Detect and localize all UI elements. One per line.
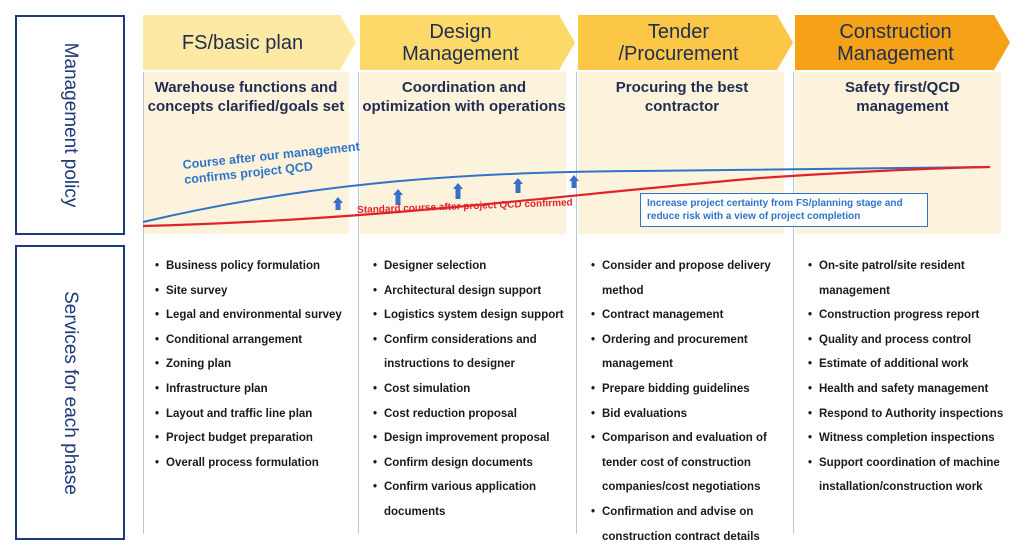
service-item: Cost reduction proposal (373, 402, 573, 427)
service-item: Bid evaluations (591, 402, 781, 427)
phase-title: Construction Management (837, 20, 954, 65)
service-item: Witness completion inspections (808, 426, 1013, 451)
column-divider (793, 72, 794, 534)
phase-fs-basic-plan: FS/basic plan (143, 15, 356, 70)
service-item: Contract management (591, 303, 781, 328)
up-arrow-icon (453, 183, 463, 199)
phase-goal: Coordination and optimization with opera… (362, 79, 566, 115)
blue-course-curve (142, 166, 991, 223)
service-item: Consider and propose delivery method (591, 254, 781, 303)
up-arrow-icon (513, 178, 523, 193)
service-item: Prepare bidding guidelines (591, 377, 781, 402)
service-item: Logistics system design support (373, 303, 573, 328)
service-item: Ordering and procurement management (591, 328, 781, 377)
column-divider (143, 72, 144, 534)
column-divider (358, 72, 359, 534)
phase-goal: Warehouse functions and concepts clarifi… (147, 79, 345, 115)
service-item: Layout and traffic line plan (155, 402, 355, 427)
phase-title: Tender /Procurement (618, 20, 739, 65)
phase-tender-procurement: Tender /Procurement (578, 15, 793, 70)
service-item: Cost simulation (373, 377, 573, 402)
service-item: Support coordination of machine installa… (808, 451, 1013, 500)
service-item: Confirm design documents (373, 451, 573, 476)
services-list-tender: Consider and propose delivery methodCont… (591, 254, 781, 549)
up-arrow-icon (393, 189, 403, 205)
service-item: Site survey (155, 279, 355, 304)
service-item: Legal and environmental survey (155, 303, 355, 328)
service-item: Confirm various application documents (373, 475, 573, 524)
service-item: Construction progress report (808, 303, 1013, 328)
service-item: Estimate of additional work (808, 352, 1013, 377)
services-list-fs: Business policy formulationSite surveyLe… (155, 254, 355, 475)
service-item: Quality and process control (808, 328, 1013, 353)
phase-title: FS/basic plan (181, 31, 304, 54)
goal-background-1 (143, 72, 349, 234)
red-course-curve (142, 165, 991, 228)
management-policy-box: Management policy (15, 15, 125, 235)
service-item: Comparison and evaluation of tender cost… (591, 426, 781, 500)
phase-design-management: Design Management (360, 15, 575, 70)
service-item: Designer selection (373, 254, 573, 279)
service-item: Infrastructure plan (155, 377, 355, 402)
service-item: On-site patrol/site resident management (808, 254, 1013, 303)
phase-goal: Safety first/QCD management (844, 79, 961, 115)
service-item: Architectural design support (373, 279, 573, 304)
service-item: Zoning plan (155, 352, 355, 377)
service-item: Project budget preparation (155, 426, 355, 451)
up-arrow-icon (333, 197, 343, 210)
column-divider (576, 72, 577, 534)
improvement-arrows (333, 175, 579, 210)
phase-construction-management: Construction Management (795, 15, 1010, 70)
service-item: Business policy formulation (155, 254, 355, 279)
up-arrow-icon (569, 175, 579, 188)
services-list-construction: On-site patrol/site resident managementC… (808, 254, 1013, 500)
service-item: Overall process formulation (155, 451, 355, 476)
service-item: Confirm considerations and instructions … (373, 328, 573, 377)
service-item: Health and safety management (808, 377, 1013, 402)
service-item: Respond to Authority inspections (808, 402, 1013, 427)
service-item: Conditional arrangement (155, 328, 355, 353)
certainty-note: Increase project certainty from FS/plann… (640, 193, 928, 227)
services-box: Services for each phase (15, 245, 125, 540)
phase-title: Design Management (402, 20, 519, 65)
service-item: Design improvement proposal (373, 426, 573, 451)
services-list-design: Designer selectionArchitectural design s… (373, 254, 573, 525)
phase-goal: Procuring the best contractor (615, 79, 749, 115)
service-item: Confirmation and advise on construction … (591, 500, 781, 549)
